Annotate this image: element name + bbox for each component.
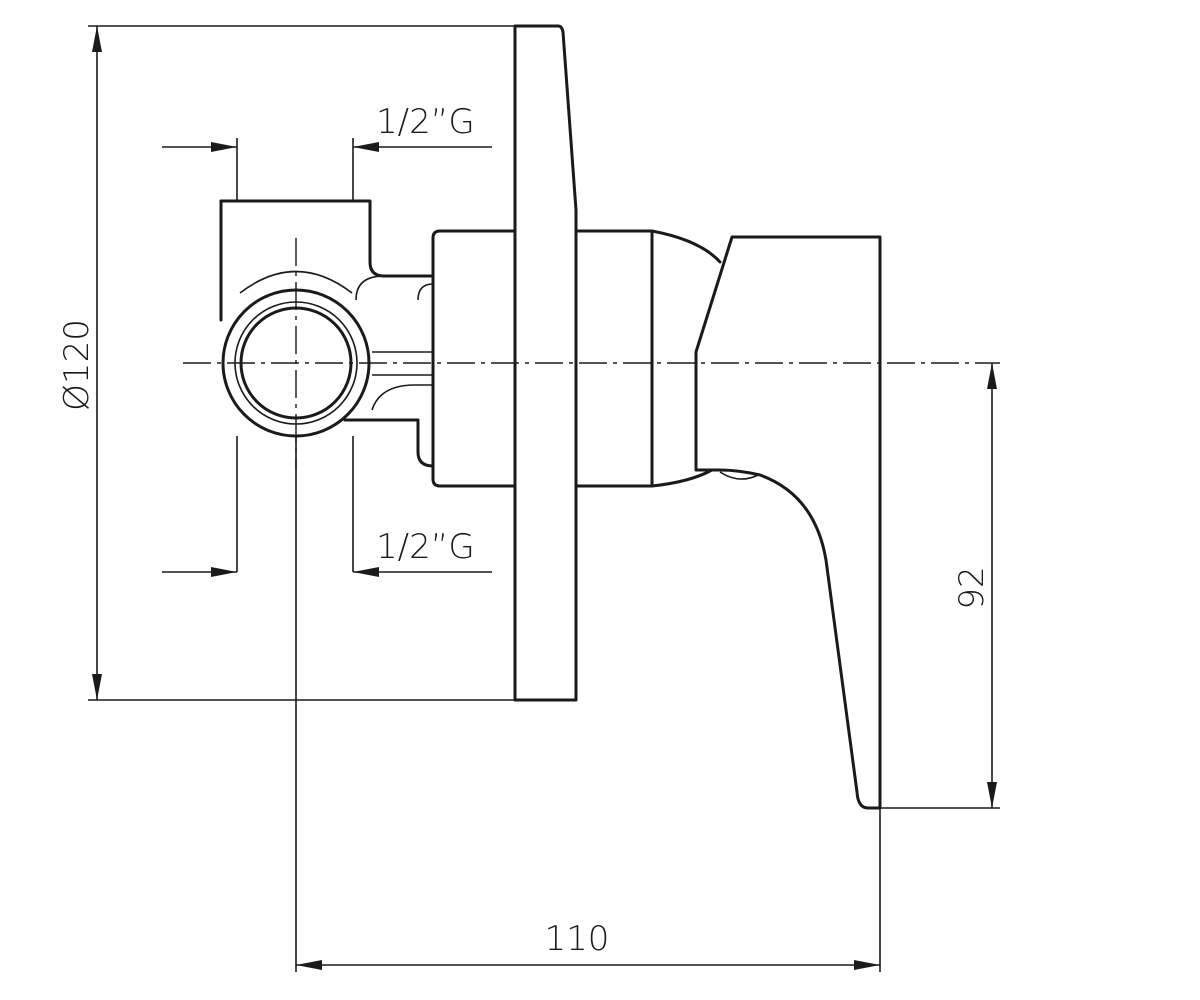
hub-dome (650, 229, 722, 488)
arrow-thread-bottom-left (211, 567, 237, 577)
arrow-depth-left (296, 960, 322, 970)
label-thread-top: 1/2”G (376, 102, 475, 142)
valve-body-inner-curve (355, 275, 385, 301)
cover-plate (513, 24, 578, 702)
cartridge-sleeve (431, 229, 517, 488)
arrow-depth-right (854, 960, 880, 970)
lever-detail (719, 471, 761, 480)
label-depth: 110 (545, 919, 610, 959)
handle-hub (574, 229, 654, 488)
arrow-height-top (987, 363, 997, 389)
valve-body-lower (343, 418, 435, 468)
label-diameter: Ø120 (57, 319, 97, 411)
arrow-diameter-top (92, 26, 102, 52)
lever-handle (694, 235, 882, 810)
label-thread-bottom: 1/2”G (376, 527, 475, 567)
arrow-thread-top-right (353, 142, 379, 152)
arrow-thread-bottom-right (353, 567, 379, 577)
arrow-thread-top-left (211, 142, 237, 152)
valve-body-box (219, 199, 435, 278)
arrow-height-bottom (987, 782, 997, 808)
inlet-port-arc (239, 270, 353, 294)
arrow-diameter-bottom (92, 674, 102, 700)
label-height: 92 (952, 566, 992, 609)
valve-body-inner-curve-2 (371, 384, 433, 411)
valve-body-inner-curve-3 (417, 283, 434, 301)
